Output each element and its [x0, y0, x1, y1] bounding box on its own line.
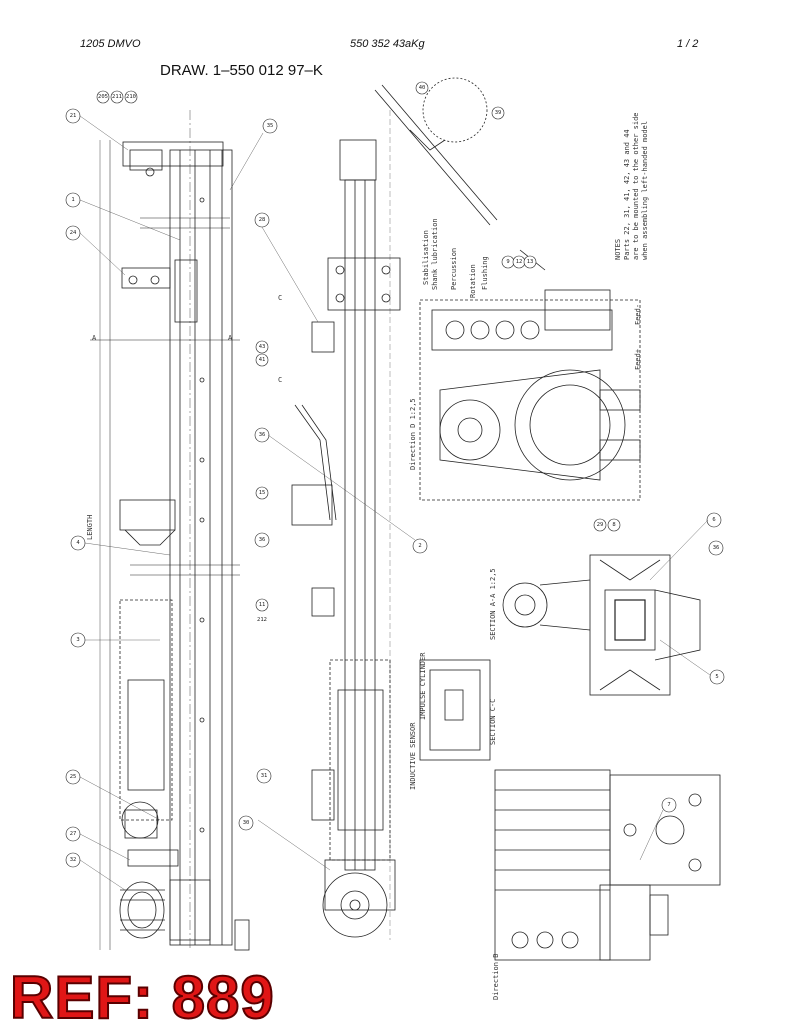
balloon-21: 21: [70, 113, 77, 119]
notes-line-1: Parts 22, 31, 41, 42, 43 and 44: [623, 129, 631, 260]
reference-watermark: REF: 889: [9, 964, 275, 1031]
balloon-7: 7: [667, 802, 670, 808]
balloon-205: 205: [98, 94, 108, 100]
balloon-3: 3: [76, 637, 79, 643]
balloon-4: 4: [76, 540, 80, 546]
balloon-circles: [65, 81, 725, 868]
balloon-13: 13: [527, 259, 534, 265]
drawing-title: DRAW. 1–550 012 97–K: [160, 62, 323, 79]
label-section-c-top: C: [278, 294, 282, 302]
label-section-a-left: A: [92, 334, 97, 342]
balloon-210: 210: [126, 94, 136, 100]
label-direction-d: Direction D 1:2,5: [409, 398, 417, 470]
balloon-211: 211: [112, 94, 122, 100]
header-page-number: 1 / 2: [677, 38, 699, 50]
leader-lines: [79, 115, 711, 891]
label-section-cc: SECTION C-C: [489, 699, 497, 745]
label-section-a-right: A: [228, 334, 233, 342]
label-rotation: Rotation: [469, 264, 477, 298]
balloon-43: 43: [259, 344, 266, 350]
balloon-30: 30: [243, 820, 250, 826]
label-impulse-cylinder: IMPULSE CYLINDER: [419, 652, 427, 720]
label-percussion: Percussion: [450, 248, 458, 290]
balloon-8: 8: [612, 522, 615, 528]
label-length: LENGTH: [86, 515, 94, 540]
balloon-numbers: 21 205 211 210 1 24 4 3 25 27 32 28 35 3…: [70, 85, 720, 863]
balloon-40: 40: [419, 85, 426, 91]
balloon-36: 36: [259, 432, 266, 438]
balloon-5: 5: [715, 674, 718, 680]
balloon-15: 15: [259, 490, 266, 496]
label-flushing: Flushing: [481, 256, 489, 290]
balloon-212: 212: [257, 617, 267, 623]
balloon-41: 41: [259, 357, 266, 363]
balloon-29: 29: [597, 522, 604, 528]
drawing-lines: [90, 77, 721, 961]
label-section-aa: SECTION A-A 1:2,5: [489, 568, 497, 640]
label-section-c-bottom: C: [278, 376, 282, 384]
label-direction-b: Direction B: [492, 954, 500, 1000]
balloon-1: 1: [71, 197, 74, 203]
balloon-9: 9: [506, 259, 509, 265]
label-stabilisation: Stabilisation: [422, 230, 430, 285]
header-left-code: 1205 DMVO: [80, 38, 141, 50]
balloon-24: 24: [70, 230, 77, 236]
balloon-39: 39: [495, 110, 502, 116]
balloon-25: 25: [70, 774, 77, 780]
drawing-labels: LENGTH A A C C Direction D 1:2,5 SECTION…: [86, 112, 649, 1000]
label-feed-plus: Feed+: [634, 349, 642, 370]
balloon-38: 36: [713, 545, 720, 551]
label-inductive-sensor: INDUCTIVE SENSOR: [409, 722, 417, 790]
balloon-28: 28: [259, 217, 266, 223]
balloon-6: 6: [712, 517, 715, 523]
label-shank-lubrication: Shank lubrication: [431, 218, 439, 290]
balloon-11: 11: [259, 602, 266, 608]
balloon-27: 27: [70, 831, 77, 837]
balloon-31: 31: [261, 773, 268, 779]
balloon-36b: 36: [259, 537, 266, 543]
balloon-32: 32: [70, 857, 77, 863]
notes-title: NOTES: [614, 239, 622, 260]
balloon-35: 35: [267, 123, 274, 129]
notes-line-2: are to be mounted to the other side: [632, 112, 640, 260]
balloon-2: 2: [418, 543, 421, 549]
header-document-number: 550 352 43aKg: [350, 38, 425, 50]
balloon-12: 12: [516, 259, 523, 265]
label-feed-minus: Feed-: [634, 304, 642, 325]
notes-line-3: when assembling left-handed model: [641, 121, 649, 260]
